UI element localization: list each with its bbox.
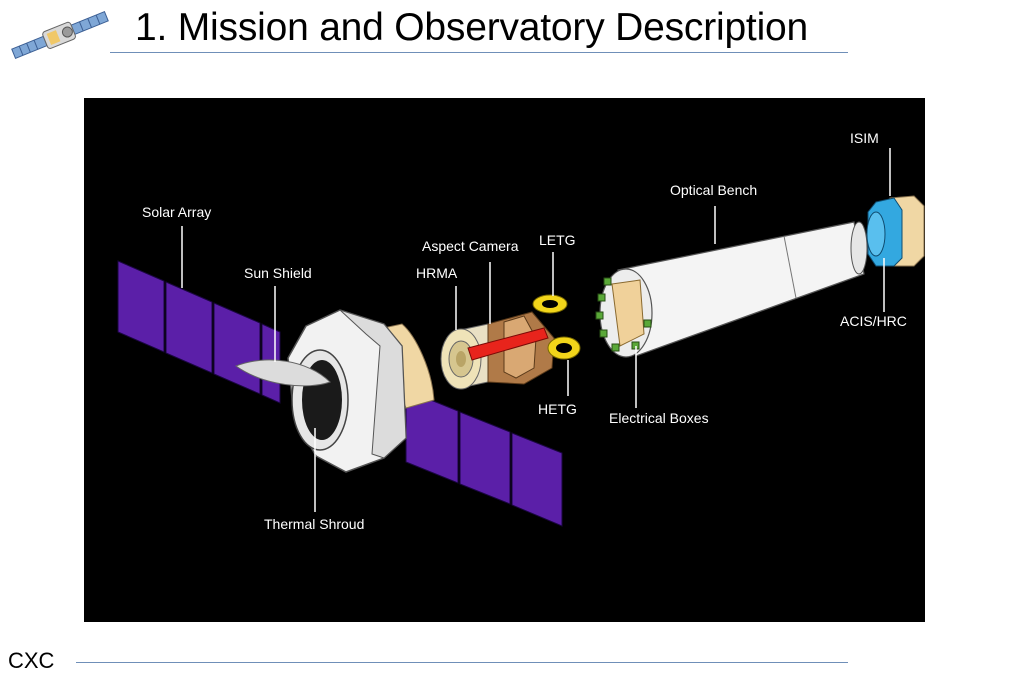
label-isim: ISIM <box>850 130 879 146</box>
observatory-diagram: Solar Array Sun Shield Aspect Camera HRM… <box>84 98 925 622</box>
label-aspect-camera: Aspect Camera <box>422 238 519 254</box>
label-thermal-shroud: Thermal Shroud <box>264 516 364 532</box>
label-solar-array: Solar Array <box>142 204 211 220</box>
label-letg: LETG <box>539 232 576 248</box>
letg-grating <box>532 294 568 314</box>
label-hetg: HETG <box>538 401 577 417</box>
footer-label: CXC <box>8 648 55 673</box>
label-electrical-boxes: Electrical Boxes <box>609 410 709 426</box>
satellite-icon <box>11 10 109 60</box>
solar-array-right-wing <box>405 389 563 527</box>
leader-lines <box>181 148 891 512</box>
thermal-shroud <box>287 309 407 473</box>
aspect-camera <box>467 327 549 361</box>
satellite-logo <box>8 4 112 66</box>
label-optical-bench: Optical Bench <box>670 182 757 198</box>
title-divider <box>110 52 848 53</box>
label-sun-shield: Sun Shield <box>244 265 312 281</box>
label-hrma: HRMA <box>416 265 458 281</box>
observatory-illustration: Solar Array Sun Shield Aspect Camera HRM… <box>117 130 925 532</box>
footer-divider <box>76 662 848 663</box>
sun-shield <box>234 359 331 387</box>
electrical-boxes <box>595 277 652 352</box>
isim <box>866 195 925 267</box>
optical-bench <box>599 221 868 358</box>
label-acis-hrc: ACIS/HRC <box>840 313 907 329</box>
solar-array-left-wing <box>117 260 281 404</box>
page-title: 1. Mission and Observatory Description <box>135 6 809 49</box>
hetg-grating <box>547 336 581 360</box>
